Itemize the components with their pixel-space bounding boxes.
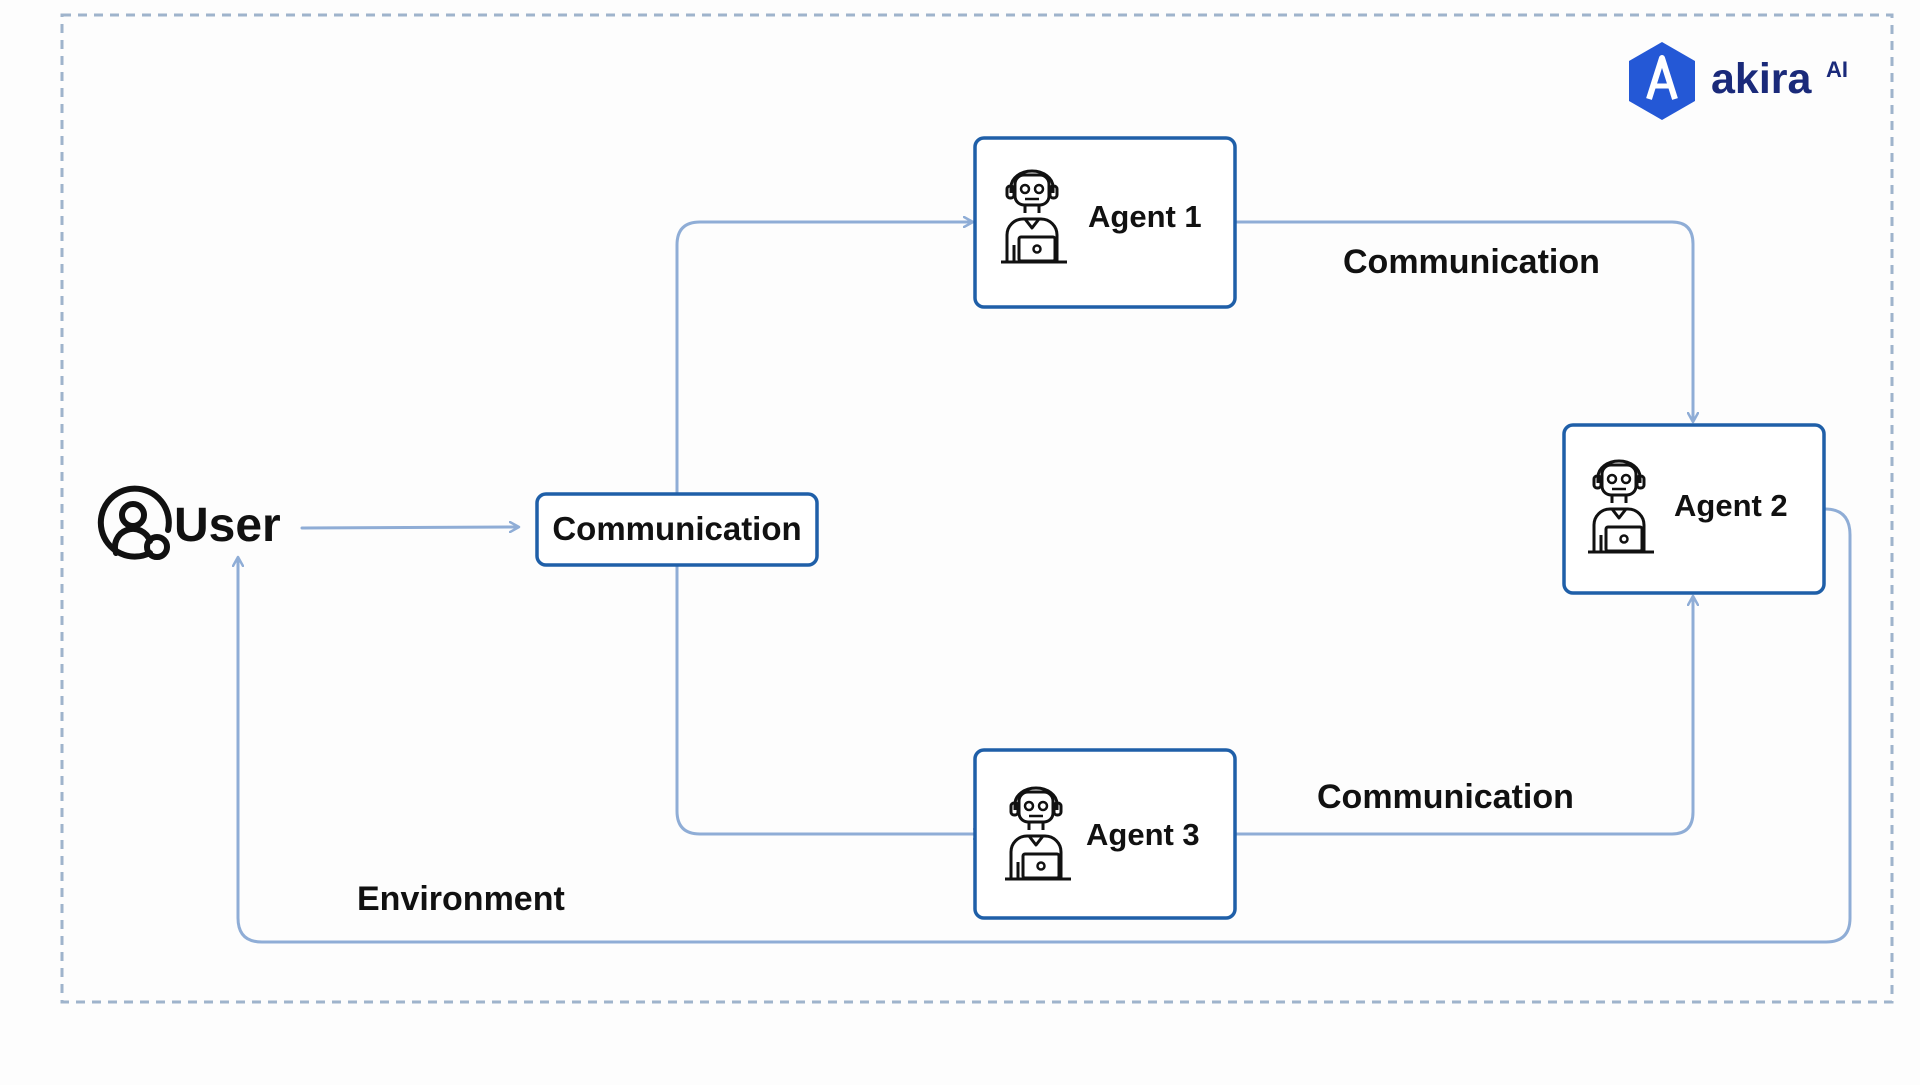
- agent-2-label: Agent 2: [1674, 488, 1788, 523]
- user-icon: [97, 485, 172, 560]
- hub-to-agent3-arrow: [675, 563, 982, 834]
- agent-3-node[interactable]: Agent 3: [973, 748, 1237, 920]
- user-node[interactable]: User: [97, 485, 281, 560]
- brand-logo: akira AI: [1629, 42, 1848, 120]
- agent3-to-agent2-arrow: [1234, 597, 1693, 836]
- environment-frame: [60, 13, 1894, 1004]
- communication-hub[interactable]: Communication: [535, 492, 819, 567]
- agent-2-node[interactable]: Agent 2: [1562, 423, 1826, 595]
- hub-to-agent1-arrow: [675, 222, 972, 494]
- agent-3-label: Agent 3: [1086, 817, 1200, 852]
- edge-label-bottom: Communication: [1317, 778, 1574, 816]
- environment-loop-arrow: [238, 507, 1852, 944]
- hexagon-a-icon: [1629, 42, 1695, 120]
- edge-label-environment: Environment: [357, 880, 565, 918]
- hub-label: Communication: [552, 510, 801, 547]
- agent-1-label: Agent 1: [1088, 199, 1202, 234]
- agent1-to-agent2-arrow: [1234, 220, 1693, 421]
- user-label: User: [174, 499, 281, 552]
- user-to-hub-arrow: [300, 527, 518, 528]
- brand-superscript: AI: [1826, 57, 1848, 82]
- agent-1-node[interactable]: Agent 1: [973, 136, 1237, 309]
- brand-name: akira: [1711, 55, 1813, 103]
- edge-label-top: Communication: [1343, 243, 1600, 281]
